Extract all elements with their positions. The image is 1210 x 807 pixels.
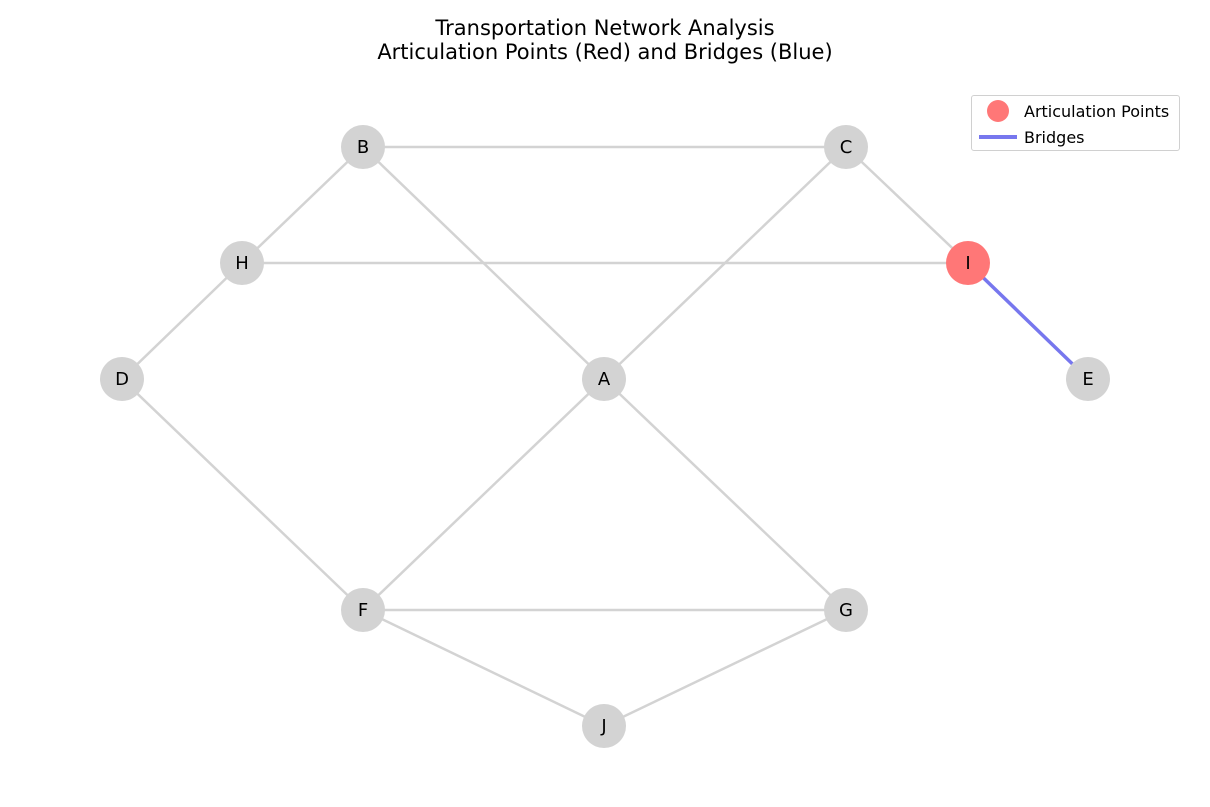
node-circle [824,125,868,169]
legend-item-articulation-points: Articulation Points [972,100,1169,122]
node-label: C [840,137,853,158]
node-label: F [358,600,368,621]
title-line-2: Articulation Points (Red) and Bridges (B… [377,40,833,64]
edge-A-G [603,378,847,611]
node-circle [341,125,385,169]
node-circle [582,357,626,401]
node-circle [824,588,868,632]
edge-C-I [845,146,969,264]
title-line-1: Transportation Network Analysis [435,16,775,40]
legend-swatch-bridges [976,126,1020,148]
node-E: E [1066,357,1110,401]
node-A: A [582,357,626,401]
node-label: E [1082,369,1093,390]
edge-B-H [241,146,364,264]
edge-A-F [362,378,605,611]
legend-swatch-articulation [976,100,1020,122]
node-label: G [839,600,853,621]
node-B: B [341,125,385,169]
legend-label-bridges: Bridges [1024,127,1085,147]
node-circle [341,588,385,632]
diagram-title: Transportation Network Analysis Articula… [0,16,1210,64]
bridge-line-marker-icon [979,135,1017,139]
node-G: G [824,588,868,632]
node-circle [100,357,144,401]
node-J: J [582,704,626,748]
bridge-edge-I-E [966,261,1090,381]
node-label: J [600,716,606,737]
node-D: D [100,357,144,401]
node-circle [1066,357,1110,401]
legend-item-bridges: Bridges [972,126,1085,148]
legend: Articulation Points Bridges [971,95,1180,151]
edge-G-J [603,608,847,728]
node-label: A [598,369,611,390]
node-C: C [824,125,868,169]
node-circle [582,704,626,748]
edge-H-D [121,262,243,380]
nodes-layer: A B C D E F G H I J [100,125,1110,748]
node-label: H [235,253,249,274]
articulation-point-marker-icon [987,100,1009,122]
node-circle [220,241,264,285]
legend-label-articulation-points: Articulation Points [1024,101,1170,121]
node-H: H [220,241,264,285]
edge-F-J [362,608,605,728]
node-F: F [341,588,385,632]
edge-D-F [121,378,364,611]
edges-layer [121,145,1090,728]
articulation-node-circle [946,241,990,285]
node-label: D [115,369,129,390]
node-I: I [946,241,990,285]
node-label: B [357,137,369,158]
node-label: I [965,253,970,274]
